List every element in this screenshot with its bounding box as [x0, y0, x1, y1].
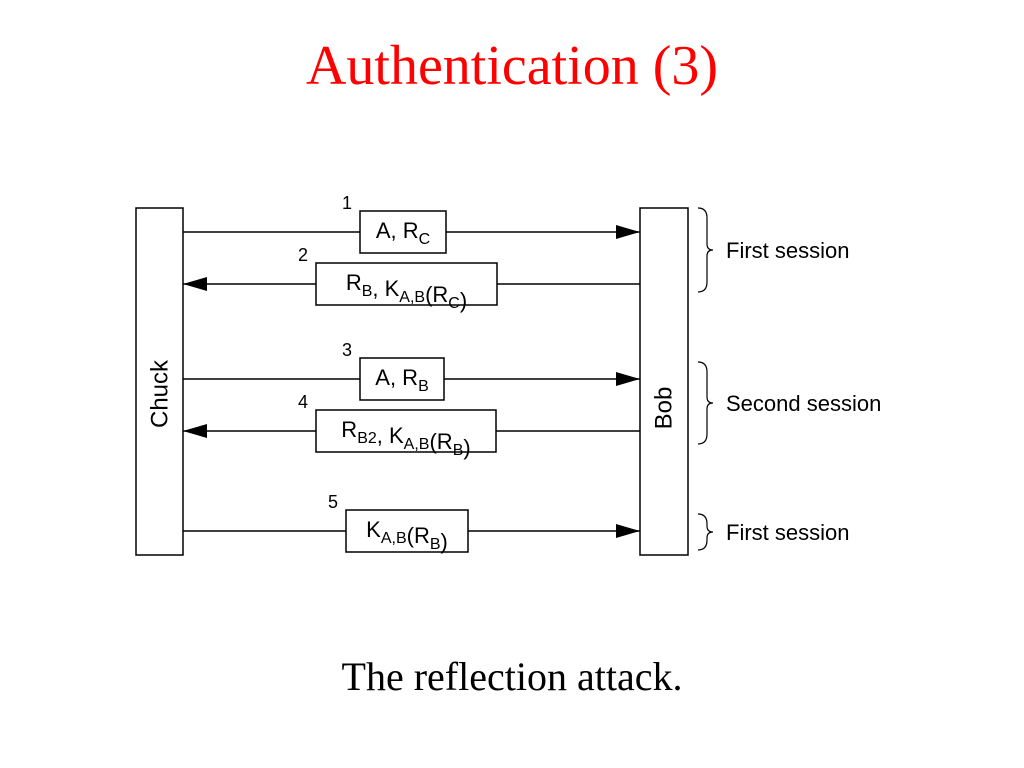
session-group: First session — [697, 207, 849, 293]
chuck-party: Chuck — [135, 207, 184, 556]
message-content: RB2, KA,B(RB) — [341, 417, 470, 460]
session-group: Second session — [697, 361, 881, 445]
slide-caption: The reflection attack. — [341, 654, 683, 699]
chuck-box — [135, 207, 184, 556]
message-number: 3 — [342, 340, 352, 360]
message-content: KA,B(RB) — [366, 517, 448, 554]
message-box — [345, 509, 469, 553]
brace-icon — [697, 207, 714, 293]
message-5: 5KA,B(RB) — [183, 492, 640, 554]
bob-box — [639, 207, 689, 556]
bob-label: Bob — [651, 387, 678, 430]
message-number: 1 — [342, 193, 352, 213]
message-number: 5 — [328, 492, 338, 512]
message-box — [359, 357, 445, 401]
session-group: First session — [697, 513, 849, 551]
message-number: 4 — [298, 392, 308, 412]
bob-party: Bob — [639, 207, 689, 556]
message-box — [359, 210, 447, 254]
message-1: 1 A, RC — [183, 193, 640, 254]
message-number: 2 — [298, 245, 308, 265]
brace-icon — [697, 361, 714, 445]
message-box — [315, 262, 498, 306]
session-label: First session — [726, 520, 849, 545]
session-label: First session — [726, 238, 849, 263]
message-content: RB, KA,B(RC) — [346, 270, 467, 313]
message-content: A, RC — [376, 218, 430, 248]
message-2: 2RB, KA,B(RC) — [183, 245, 640, 313]
brace-icon — [697, 513, 714, 551]
message-box — [315, 409, 497, 453]
message-3: 3 A, RB — [183, 340, 640, 401]
chuck-label: Chuck — [147, 359, 174, 428]
slide-title: Authentication (3) — [305, 35, 719, 97]
message-content: A, RB — [375, 365, 428, 395]
session-label: Second session — [726, 391, 881, 416]
